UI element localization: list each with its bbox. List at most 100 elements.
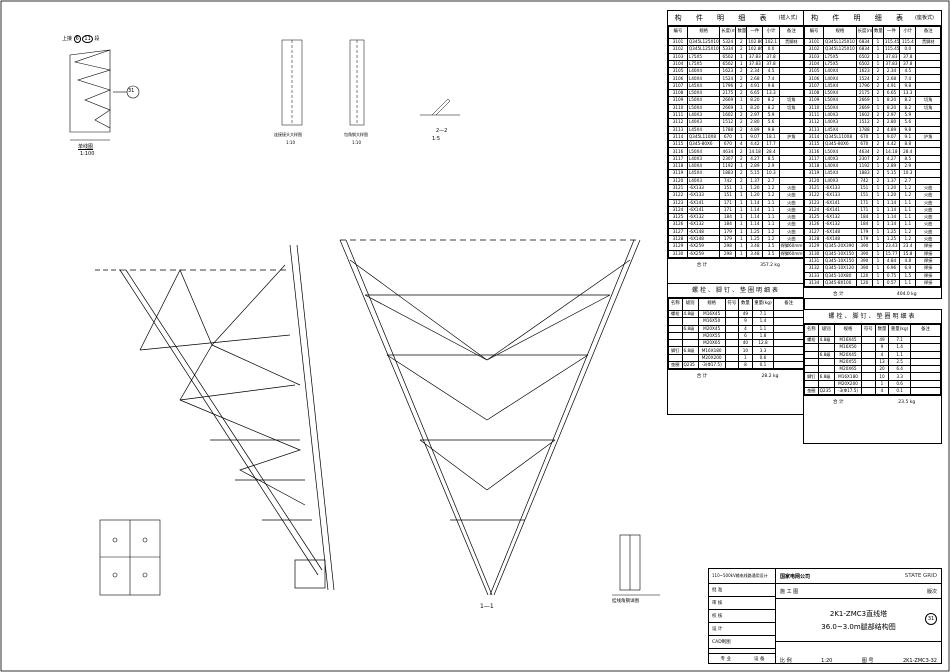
table-cell: 3109 [803, 96, 825, 105]
table-cell: 6502 [855, 59, 873, 69]
table-cell: 火曲 [915, 220, 941, 229]
title-block: 国家电网公司 STATE GRID 施 工 图 版次 2K1-ZMC3直线塔 3… [775, 568, 942, 664]
table-cell: Q345L125X10 [686, 37, 721, 47]
table-cell: 2.97 [882, 110, 901, 120]
table-cell: L40X3 [823, 176, 857, 185]
table-cell: 4 [735, 140, 748, 149]
table-cell: 1 [871, 249, 884, 258]
table-cell: 6.8级 [681, 324, 699, 333]
table-header: 级别 [681, 298, 699, 311]
table-cell [778, 176, 805, 185]
table-cell: Q345-80X6 [823, 140, 857, 149]
table-cell: 3126 [803, 220, 825, 229]
project-name: 110~500kV输电线路通用设计 [709, 569, 776, 584]
table-cell: 6.4 [888, 365, 912, 374]
table-header: 编号 [668, 26, 688, 39]
table-cell: 1.1 [899, 205, 917, 215]
table-cell: 1602 [855, 110, 873, 120]
table-cell: 37.83 [746, 59, 764, 69]
table-cell: 9 [738, 317, 753, 326]
table-cell: 2.34 [746, 67, 764, 76]
table-cell: 1 [871, 256, 884, 266]
table-cell: 1.25 [882, 227, 901, 237]
table-cell: 4.5 [899, 67, 917, 76]
table-cell: 3125 [668, 213, 688, 222]
table-cell: 3106 [803, 74, 825, 83]
table-cell: 1.14 [882, 220, 901, 229]
table-cell [778, 89, 805, 98]
table-cell [778, 169, 805, 178]
detail-a-caption: 连接接头大样图 [274, 132, 302, 137]
table-cell: 2 [871, 118, 884, 127]
table-cell: L40X4 [686, 74, 721, 83]
table-cell: Q235 [681, 361, 699, 370]
table-cell: 1.20 [746, 183, 764, 193]
table-cell: 171 [719, 198, 737, 207]
table-cell: 2 [735, 154, 748, 164]
table-cell: 6.9 [899, 264, 917, 273]
table-cell: 4.89 [746, 125, 764, 134]
table-cell: 1.1 [899, 213, 917, 222]
table-cell: 2 [871, 169, 884, 178]
table-cell [861, 387, 876, 396]
table-cell: 3.48 [746, 242, 764, 251]
table-header: 小计 [762, 26, 780, 39]
table-cell [817, 343, 835, 352]
detail-b-caption: 包角钢大样图 [344, 132, 368, 137]
single-line-scale: 1:100 [80, 151, 95, 157]
table-cell: 1.4 [751, 317, 775, 326]
table-cell: 3107 [803, 81, 825, 91]
drawing-badge: 31 [925, 613, 937, 625]
table-cell: 0.75 [882, 271, 901, 280]
table-header: 规格 [823, 26, 857, 39]
bolt-table-inserted-title: 螺栓、脚钉、垫圈明细表 [668, 284, 804, 298]
table-cell: 切角 [778, 96, 805, 105]
table-header: 符号 [724, 298, 740, 311]
table-cell: 13.3 [899, 89, 917, 98]
table-cell: 1 [735, 242, 748, 251]
signature-row: CAD制图 [709, 636, 776, 649]
parts-table-seat-title: 构 件 明 细 表(座板式) [804, 11, 941, 26]
table-cell: L40X3 [686, 176, 721, 185]
table-cell: 1.1 [899, 278, 917, 288]
table-cell: 2 [871, 110, 884, 120]
table-cell: 1 [871, 205, 884, 215]
table-cell: L45X4 [686, 125, 721, 134]
table-cell: 0.6 [751, 353, 775, 363]
table-cell: 23.43 [882, 242, 901, 251]
table-cell: 10.3 [762, 169, 780, 178]
drawing-no-label: 图 号 [861, 658, 874, 664]
table-cell: 5324 [719, 37, 737, 47]
table-cell: 1 [735, 162, 748, 171]
table-cell: 1 [871, 191, 884, 200]
table-header: 备注 [778, 26, 805, 39]
table-cell [778, 162, 805, 171]
table-cell [668, 339, 683, 348]
table-cell: 1 [871, 198, 884, 207]
table-cell: 1.2 [899, 227, 917, 237]
table-cell: 3108 [803, 89, 825, 98]
table-cell: 3118 [668, 162, 688, 171]
table-cell: 1.37 [746, 176, 764, 185]
table-cell [724, 339, 740, 348]
detail-views [281, 39, 460, 126]
table-cell: M20X65 [697, 339, 726, 348]
table-cell [915, 154, 941, 164]
table-cell: 1 [871, 278, 884, 288]
table-cell [778, 110, 805, 120]
table-cell: 1.1 [751, 324, 775, 333]
table-cell [773, 346, 804, 355]
